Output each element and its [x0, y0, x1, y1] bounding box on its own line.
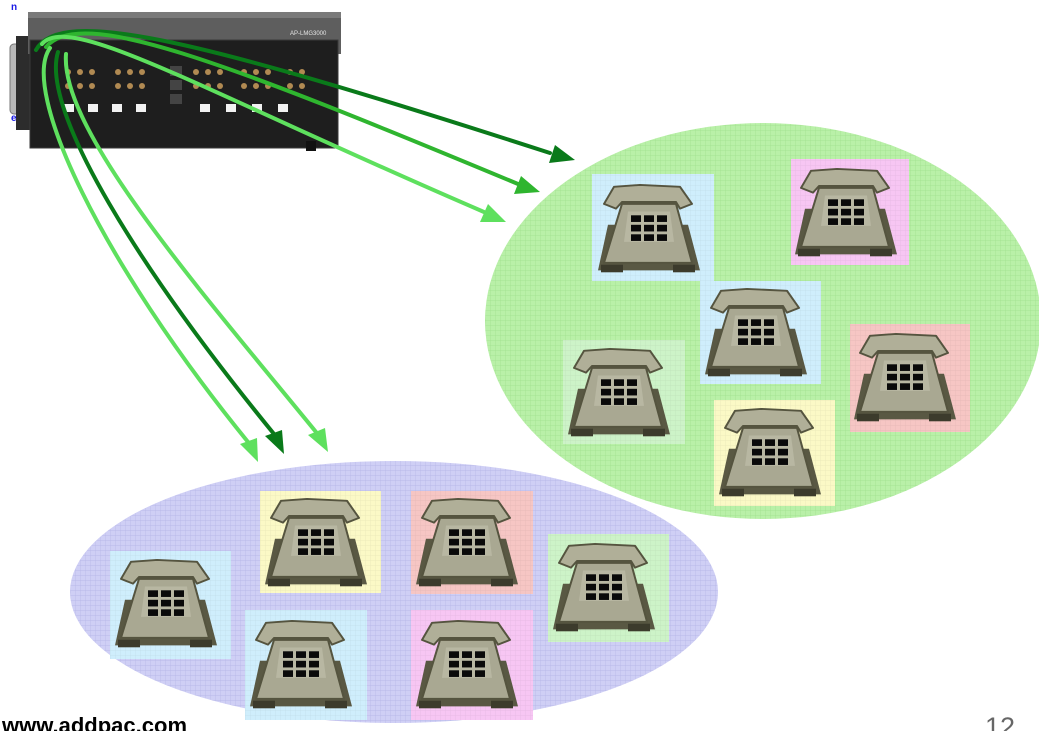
- phone-tile-right-4: [850, 324, 970, 432]
- phone-tile-right-1: [592, 174, 714, 281]
- telephone-icon: [249, 619, 353, 710]
- left-edge-text-fragment: e: [11, 113, 17, 124]
- telephone-icon: [853, 332, 957, 423]
- telephone-icon: [264, 497, 368, 588]
- connection-arrows-right: [34, 28, 575, 222]
- telephone-icon: [704, 287, 808, 378]
- page-number: 12: [985, 712, 1016, 731]
- telephone-icon: [718, 407, 822, 498]
- footer-website-url[interactable]: www.addpac.com: [2, 713, 188, 731]
- phone-tile-right-2: [791, 159, 909, 265]
- telephone-icon: [114, 558, 218, 649]
- phone-tile-left-6: [411, 610, 533, 720]
- telephone-icon: [567, 347, 671, 438]
- telephone-icon: [415, 619, 519, 710]
- phone-tile-left-4: [110, 551, 231, 659]
- telephone-icon: [552, 542, 656, 633]
- phone-tile-right-5: [563, 340, 685, 444]
- phone-tile-left-1: [260, 491, 381, 593]
- telephone-icon: [794, 167, 898, 258]
- phone-tile-right-3: [700, 281, 821, 384]
- telephone-icon: [597, 183, 701, 274]
- connection-arrows-left: [41, 46, 328, 462]
- gateway-device: AP-LMG3000: [9, 12, 341, 151]
- phone-group-left: [70, 461, 718, 723]
- phone-tile-left-3: [548, 534, 669, 642]
- device-model-label: AP-LMG3000: [290, 31, 327, 37]
- phone-tile-left-5: [245, 610, 367, 720]
- left-edge-text-fragment: n: [11, 2, 18, 13]
- phone-tile-left-2: [411, 491, 533, 594]
- phone-tile-right-6: [714, 400, 835, 506]
- telephone-icon: [415, 497, 519, 588]
